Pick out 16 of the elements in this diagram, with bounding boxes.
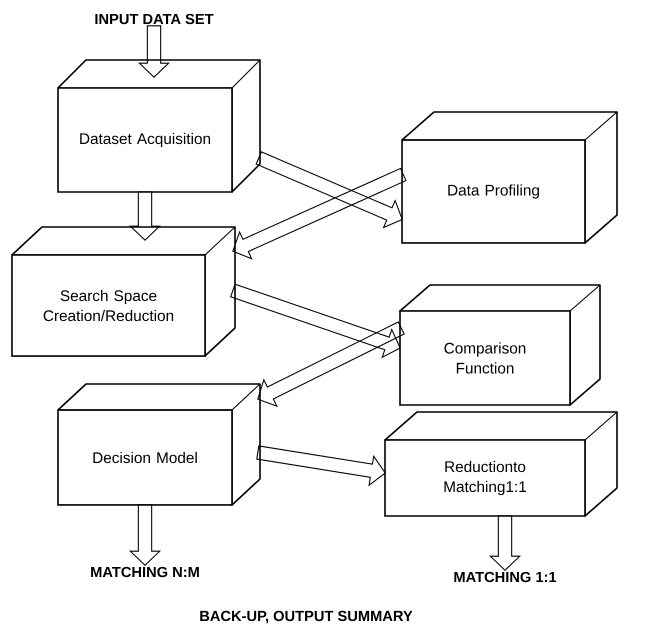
bold-label: MATCHING 1:1	[454, 572, 556, 582]
block-arrow	[230, 284, 401, 358]
box-3d: Reductionto Matching1:1	[384, 411, 618, 517]
box-3d: Comparison Function	[399, 284, 601, 406]
box-3d: Data Profiling	[401, 111, 618, 244]
block-arrow	[138, 25, 170, 78]
box-3d: Decision Model	[57, 383, 261, 506]
block-arrow	[129, 504, 161, 566]
bold-label: INPUT DATA SET	[95, 14, 214, 24]
block-arrow	[256, 445, 386, 486]
box-3d: Search Space Creation/Reduction	[11, 226, 236, 357]
block-arrow	[489, 515, 521, 571]
block-arrow	[129, 191, 161, 241]
box-3d: Dataset Acquisition	[57, 59, 261, 193]
caption-label: BACK-UP, OUTPUT SUMMARY	[200, 610, 412, 624]
bold-label: MATCHING N:M	[91, 566, 199, 578]
